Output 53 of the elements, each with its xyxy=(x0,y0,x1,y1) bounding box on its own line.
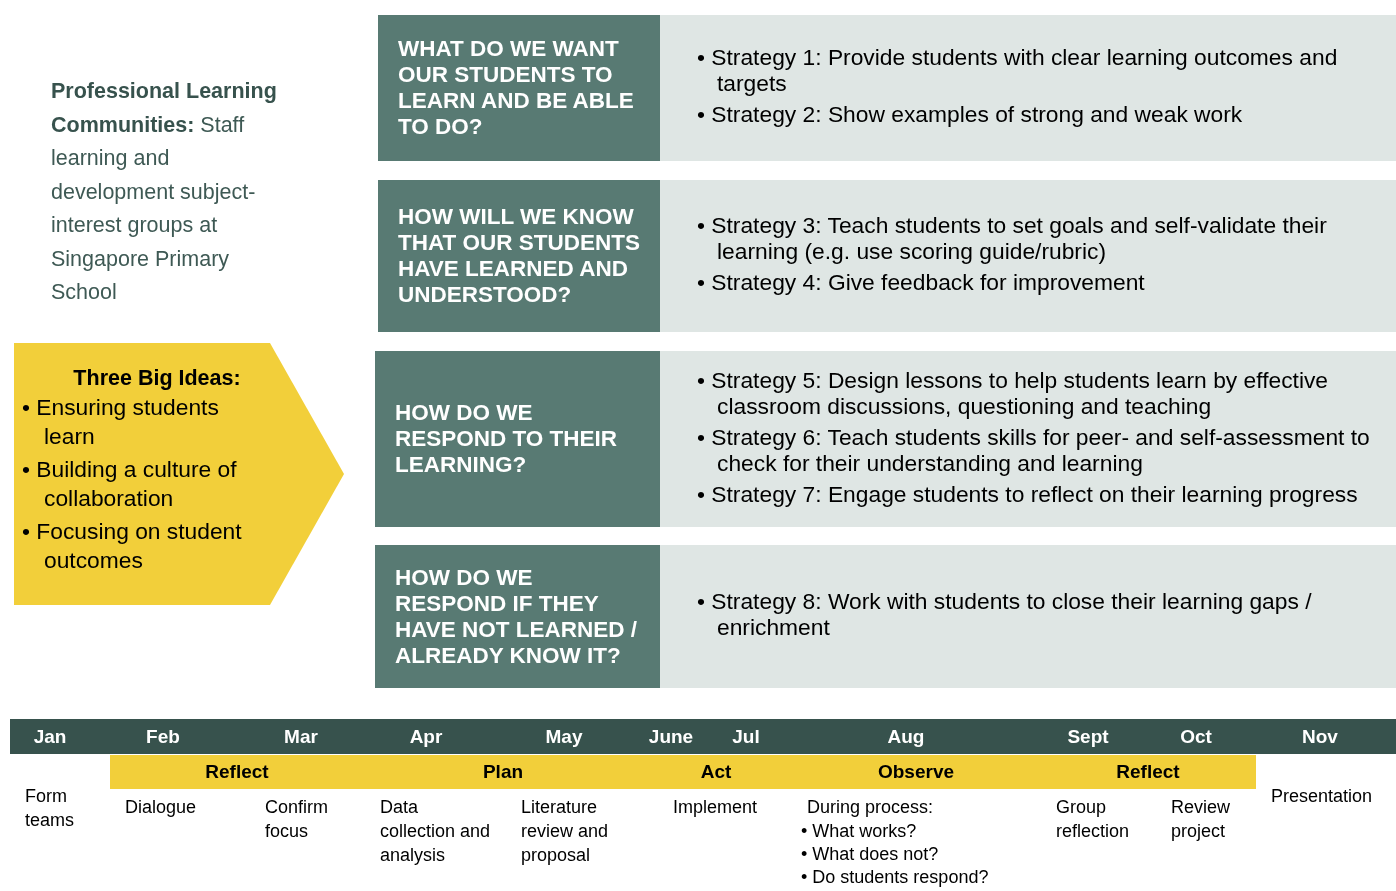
bullet-text: • Strategy 4: Give feedback for improvement xyxy=(697,269,1146,295)
month-label: June xyxy=(647,725,695,749)
bullet-text: • What works? xyxy=(801,820,918,842)
month-label: Aug xyxy=(886,725,926,749)
phase-band xyxy=(110,755,1256,789)
activity-label: Presentation xyxy=(1271,785,1374,808)
bullet-text: • Strategy 6: Teach students skills for peer- and self-assessment to check for their understanding and learning xyxy=(697,423,1371,476)
month-label: May xyxy=(544,725,584,749)
phase-label: Reflect xyxy=(204,760,270,784)
strategy-panel xyxy=(660,351,1396,527)
month-label: Nov xyxy=(1301,725,1339,749)
phase-label: Act xyxy=(699,760,733,784)
bullet-text: • Strategy 7: Engage students to reflect on their learning progress xyxy=(697,480,1359,507)
month-label: Mar xyxy=(283,725,319,749)
month-label: Oct xyxy=(1179,725,1213,749)
bullet-text: • Focusing on student outcomes xyxy=(22,517,243,575)
strategy-panel xyxy=(660,180,1396,332)
activity-label: During process: xyxy=(807,796,935,819)
bullet-text: • Do students respond? xyxy=(801,866,990,888)
activity-label: Dialogue xyxy=(125,796,198,819)
month-label: Jan xyxy=(32,725,68,749)
bullet-text: • Ensuring students learn xyxy=(22,393,220,451)
activity-label: Implement xyxy=(673,796,759,819)
bullet-text: • Building a culture of collaboration xyxy=(22,455,238,513)
intro-text: Professional Learning Communities: Staff learning and development subject-interest groups at Singapore Primary School xyxy=(51,78,278,306)
bullet-text: • Strategy 8: Work with students to close their learning gaps / enrichment xyxy=(697,588,1313,640)
month-label: Feb xyxy=(145,725,181,749)
panel-heading: Three Big Ideas: xyxy=(72,365,242,392)
bullet-text: • What does not? xyxy=(801,843,940,865)
month-label: Jul xyxy=(731,725,761,749)
question-box: WHAT DO WE WANT OUR STUDENTS TO LEARN AND BE ABLE TO DO? xyxy=(378,15,660,161)
question-box: HOW DO WE RESPOND TO THEIR LEARNING? xyxy=(375,351,660,527)
month-label: Apr xyxy=(408,725,444,749)
activity-label: Confirm focus xyxy=(265,796,329,843)
bullet-text: • Strategy 1: Provide students with clear learning outcomes and targets xyxy=(697,44,1339,96)
strategy-panel xyxy=(660,15,1396,161)
activity-label: Group reflection xyxy=(1056,796,1131,843)
question-box: HOW WILL WE KNOW THAT OUR STUDENTS HAVE LEARNED AND UNDERSTOOD? xyxy=(378,180,660,332)
phase-label: Observe xyxy=(876,760,955,784)
question-box: HOW DO WE RESPOND IF THEY HAVE NOT LEARNED / ALREADY KNOW IT? xyxy=(375,545,660,688)
bullet-text: • Strategy 2: Show examples of strong and weak work xyxy=(697,101,1244,127)
activity-label: Data collection and analysis xyxy=(380,796,492,867)
strategy-panel xyxy=(660,545,1396,688)
activity-label: Review project xyxy=(1171,796,1232,843)
month-bar xyxy=(10,719,1396,754)
bullet-text: • Strategy 3: Teach students to set goals and self-validate their learning (e.g. use scoring guide/rubric) xyxy=(697,212,1328,264)
arrow-shaped-panel xyxy=(14,343,344,605)
activity-label: Literature review and proposal xyxy=(521,796,610,867)
activity-label: Form teams xyxy=(25,785,76,832)
phase-label: Plan xyxy=(481,760,525,784)
month-label: Sept xyxy=(1066,725,1110,749)
phase-label: Reflect xyxy=(1115,760,1181,784)
bullet-text: • Strategy 5: Design lessons to help students learn by effective classroom discussions, questioning and teaching xyxy=(697,366,1330,419)
